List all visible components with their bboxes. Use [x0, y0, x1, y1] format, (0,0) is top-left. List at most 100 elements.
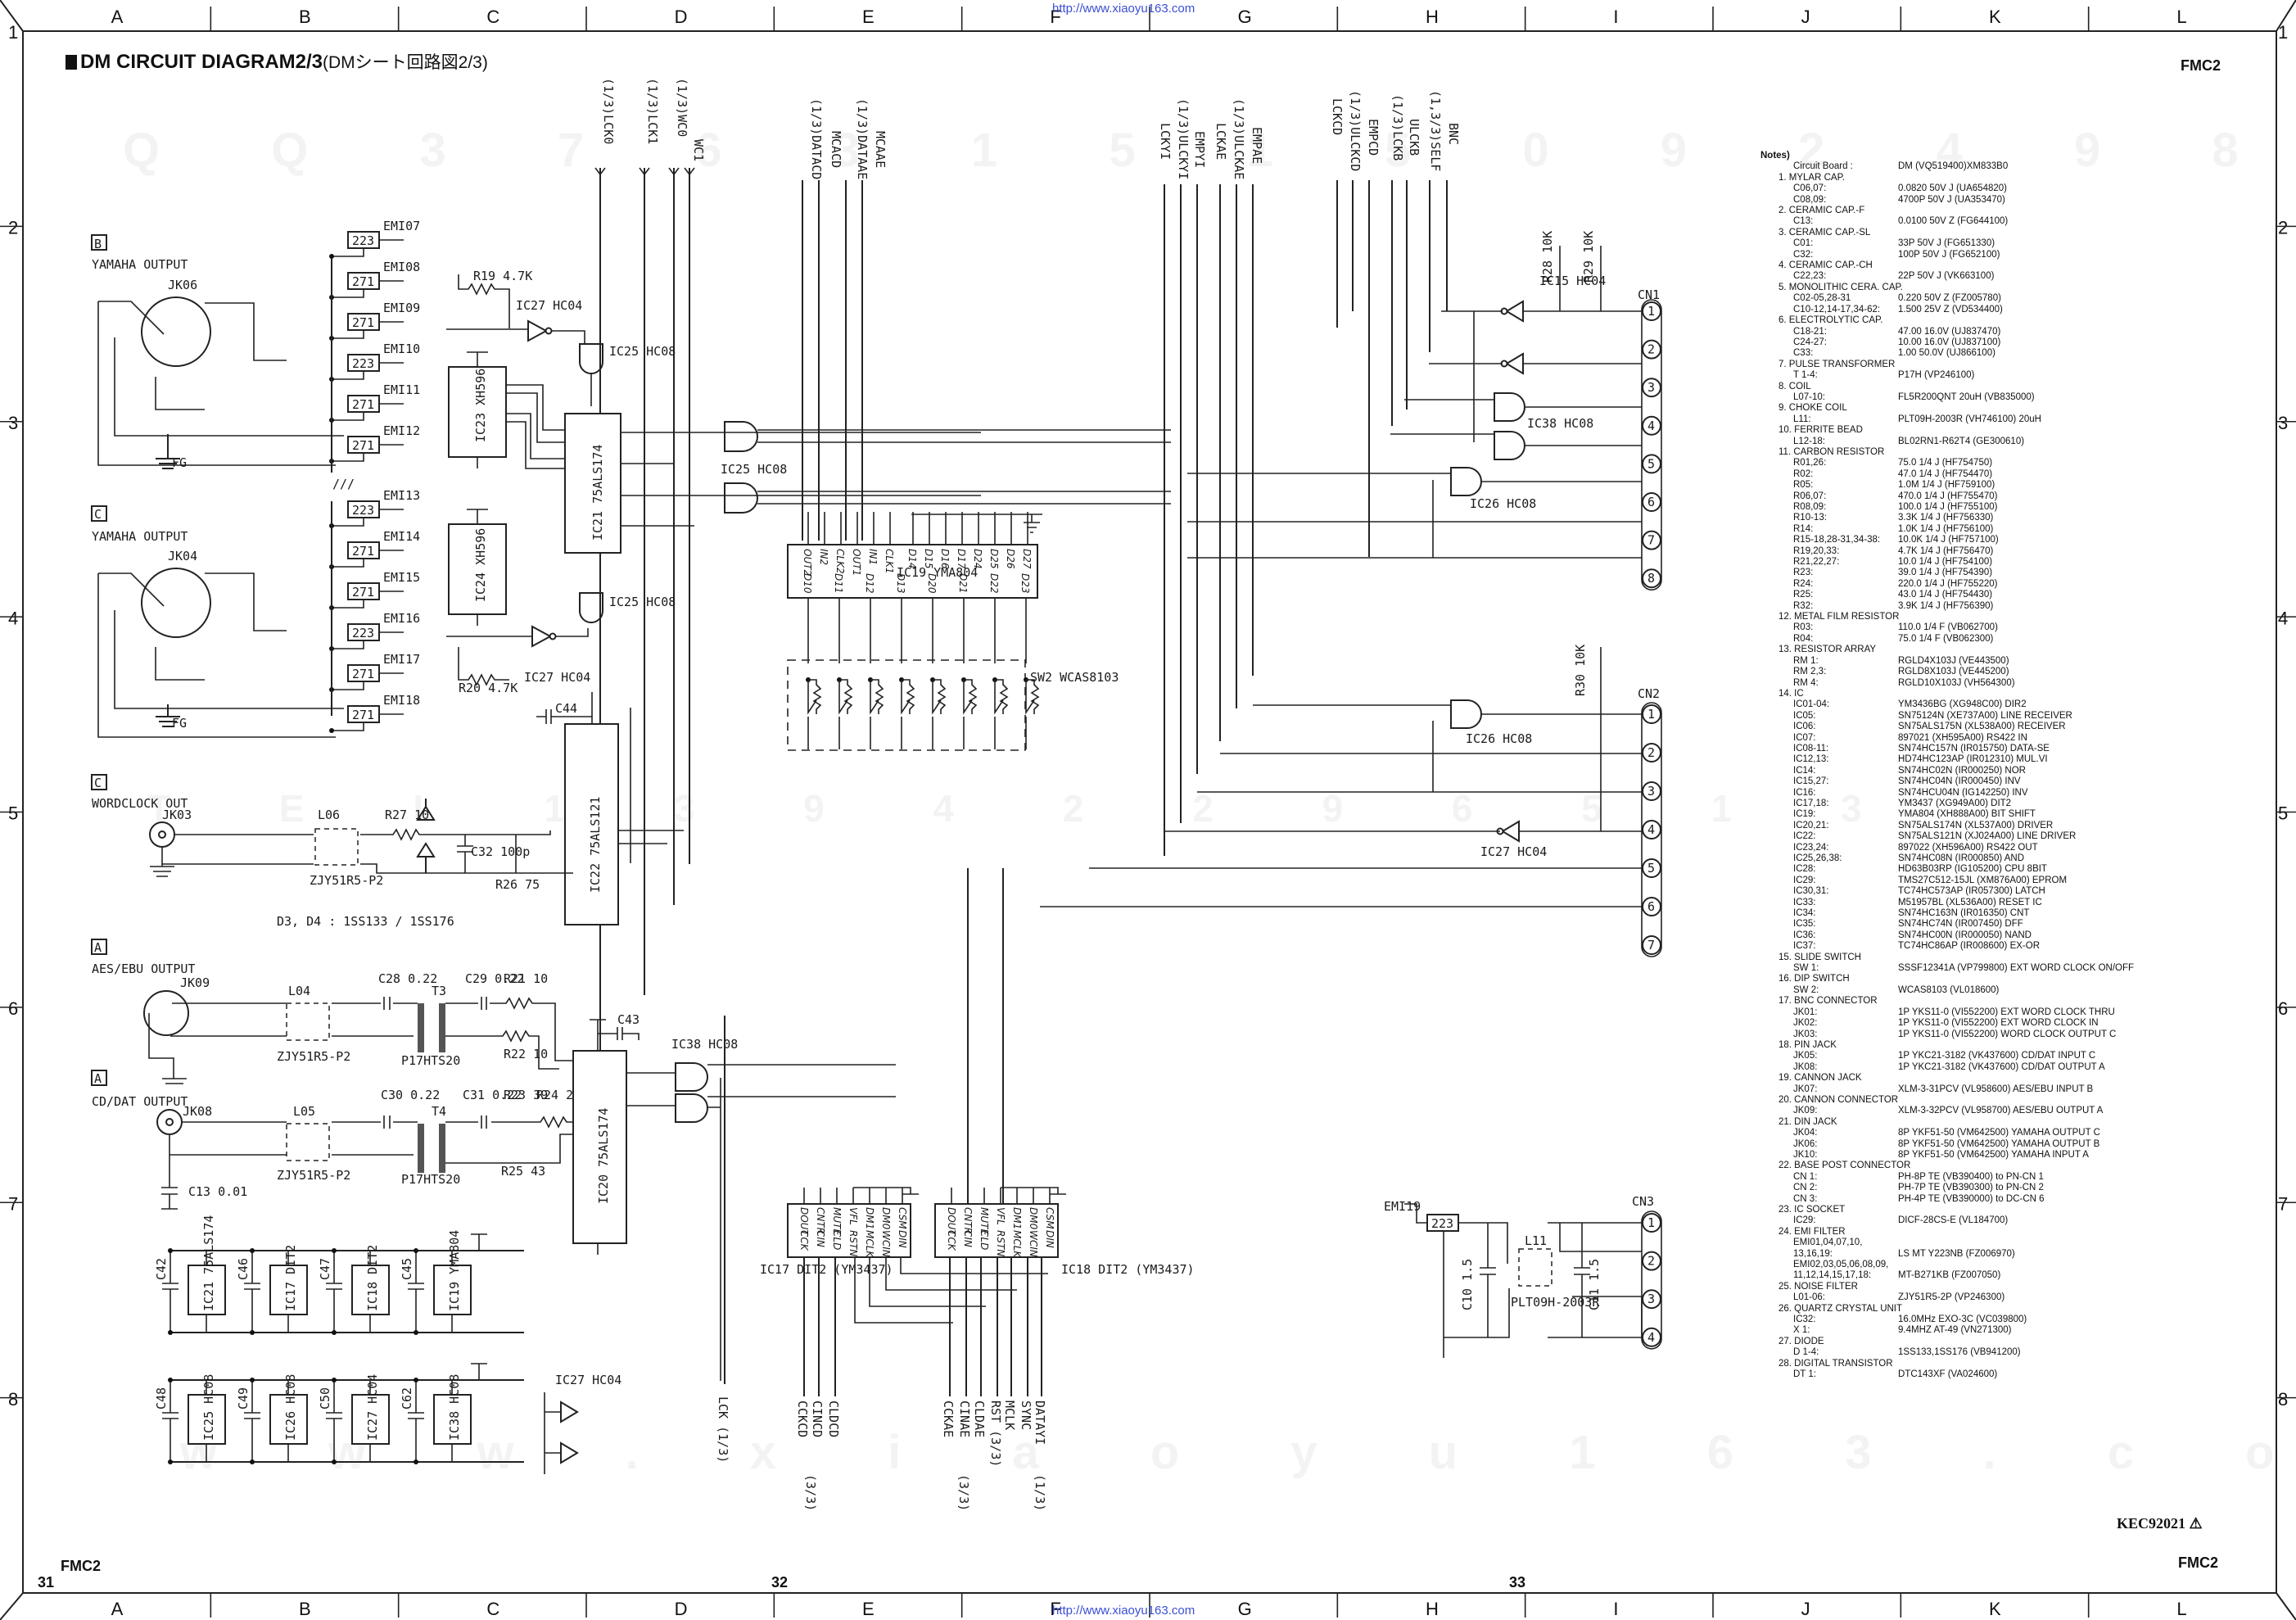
notes-value: 43.0 1/4 J (HF754430) [1898, 590, 1993, 600]
capacitor-label: C10 1.5 [1460, 1259, 1475, 1310]
notes-key: R25: [1793, 590, 1814, 600]
notes-section-title: 1. MYLAR CAP. [1778, 172, 1845, 183]
grid-row-label: 1 [8, 22, 18, 43]
capacitor-label: C50 [318, 1387, 332, 1410]
notes-value: PH-7P TE (VB390300) to PN-CN 2 [1898, 1183, 2044, 1193]
notes-row: JK02:1P YKS11-0 (VI552200) EXT WORD CLOC… [1760, 1018, 2252, 1029]
notes-key: IC33: [1793, 897, 1816, 907]
pin-label: DM1 [1011, 1207, 1023, 1229]
connector-pin [1642, 1327, 1661, 1347]
notes-key: X 1: [1793, 1325, 1810, 1336]
notes-key: IC36: [1793, 930, 1816, 940]
signal-label: (1/3)DATAAE [855, 98, 870, 179]
pin-number: 8 [1647, 571, 1655, 586]
notes-key: C22,23: [1793, 271, 1827, 282]
ic24-xh596: IC24 XH596 [448, 509, 507, 626]
pin-label: D20 [926, 573, 938, 594]
section-label: YAMAHA OUTPUT [92, 257, 188, 272]
notes-row: IC07:897021 (XH595A00) RS422 IN [1760, 733, 2252, 744]
emi-label: EMI07 [383, 219, 420, 233]
emi-label: EMI18 [383, 693, 420, 708]
capacitor-label: C13 0.01 [188, 1184, 247, 1199]
capacitor-label: C43 [617, 1012, 640, 1027]
emi-label: EMI17 [383, 652, 420, 667]
section-label: YAMAHA OUTPUT [92, 529, 188, 544]
pin-number: 6 [1647, 495, 1655, 509]
pin-label: OUT2 [802, 549, 813, 576]
notes-value: 39.0 1/4 J (HF754390) [1898, 568, 1993, 578]
wordclock-out-section: C WORDCLOCK OUT JK03 L06 ZJY51R5-P2 R27 … [91, 774, 573, 929]
inverter-label: IC27 HC04 [524, 670, 590, 685]
notes-row: R02:47.0 1/4 J (HF754470) [1760, 469, 2252, 480]
notes-value: 897021 (XH595A00) RS422 IN [1898, 732, 2027, 743]
notes-row: JK10:8P YKF51-50 (VM642500) YAMAHA INPUT… [1760, 1150, 2252, 1161]
emi-label: EMI19 [1384, 1199, 1421, 1214]
signal-label: LCKAE [1214, 123, 1228, 160]
notes-value: XLM-3-32PCV (VL958700) AES/EBU OUTPUT A [1898, 1106, 2104, 1116]
signal-label: CINCD [810, 1401, 825, 1437]
notes-key: CN 3: [1793, 1193, 1818, 1204]
notes-key: IC28: [1793, 864, 1816, 875]
dip-switch-element [963, 679, 978, 749]
notes-key: IC17,18: [1793, 798, 1829, 808]
top-signal-group-4: LCKCD (1/3)ULCKCD EMPCD (1/3)LCKB ULCKB … [1330, 90, 1461, 557]
transformer-label: T3 [432, 984, 446, 998]
notes-key: DT 1: [1793, 1369, 1816, 1380]
dip-switch-element [901, 679, 915, 749]
notes-section-title: 23. IC SOCKET [1778, 1205, 1846, 1215]
inverter-label: IC27 HC04 [1480, 844, 1547, 859]
notes-key: L12-18: [1793, 436, 1826, 446]
notes-value: 10.00 16.0V (UJ837100) [1898, 337, 2001, 347]
connector-label: CN3 [1632, 1194, 1654, 1209]
signal-label: SYNC [1019, 1401, 1033, 1430]
emi-value: 223 [352, 503, 374, 518]
notes-key: EMI02,03,05,06,08,09, [1793, 1260, 1889, 1270]
notes-key: RM 2,3: [1793, 667, 1827, 677]
pin-label: IN1 [867, 549, 879, 565]
notes-key: JK09: [1793, 1106, 1818, 1116]
signal-label: WC1 [691, 139, 706, 161]
watermark-url-bottom[interactable]: http://www.xiaoyu163.com [1052, 1604, 1195, 1618]
connector-pin [1642, 897, 1661, 916]
connector-pin [1642, 339, 1661, 360]
notes-section-title: 15. SLIDE SWITCH [1778, 952, 1861, 962]
notes-key: SW 1: [1793, 963, 1819, 974]
resistor-label: R30 10K [1573, 645, 1588, 696]
ic-label: IC24 XH596 [473, 528, 488, 602]
notes-value: SN74HCU04N (IG142250) INV [1898, 787, 2028, 798]
filter-label: ZJY51R5-P2 [310, 873, 383, 888]
notes-section-title: 28. DIGITAL TRANSISTOR [1778, 1358, 1893, 1369]
notes-row: IC29:DICF-28CS-E (VL184700) [1760, 1215, 2252, 1226]
notes-section-title: 27. DIODE [1778, 1336, 1824, 1346]
emi-label: EMI08 [383, 260, 420, 274]
pin-label: MUTE [979, 1207, 990, 1235]
watermark-url-top[interactable]: http://www.xiaoyu163.com [1052, 2, 1195, 16]
dip-switch-element [932, 679, 947, 749]
document-code-text: KEC92021 [2117, 1515, 2186, 1532]
emi-label: EMI16 [383, 611, 420, 626]
notes-section-title: 7. PULSE TRANSFORMER [1778, 359, 1896, 369]
grid-column-label: J [1801, 1599, 1810, 1619]
notes-value: 1.00 50.0V (UJ866100) [1898, 348, 1995, 359]
notes-value: RGLD8X103J (VE445200) [1898, 667, 2009, 677]
notes-key: 13,16,19: [1793, 1248, 1833, 1259]
notes-key: R06,07: [1793, 491, 1827, 501]
notes-row: L07-10:FL5R200QNT 20uH (VB835000) [1760, 392, 2252, 403]
grid-column-label: E [862, 7, 875, 27]
notes-row: IC32:16.0MHz EXO-3C (VC039800) [1760, 1315, 2252, 1325]
signal-label: RST (3/3) [988, 1401, 1003, 1467]
emi-value: 271 [352, 438, 374, 453]
warning-triangle-icon: ⚠ [2189, 1515, 2203, 1532]
capacitor-label: C46 [236, 1258, 251, 1280]
notes-row: IC34:SN74HC163N (IR016350) CNT [1760, 908, 2252, 919]
ic-label: IC38 HC08 [447, 1374, 462, 1441]
notes-row: IC36:SN74HC00N (IR000050) NAND [1760, 930, 2252, 941]
notes-value: 75.0 1/4 J (HF754750) [1898, 458, 1993, 468]
notes-value: BL02RN1-R62T4 (GE300610) [1898, 436, 2025, 446]
notes-value: 47.00 16.0V (UJ837470) [1898, 326, 2001, 337]
emi-value: 271 [352, 585, 374, 600]
signal-label: (1/3)ULCKYI [1176, 98, 1191, 179]
notes-value: 1P YKS11-0 (VI552200) EXT WORD CLOCK IN [1898, 1018, 2099, 1029]
